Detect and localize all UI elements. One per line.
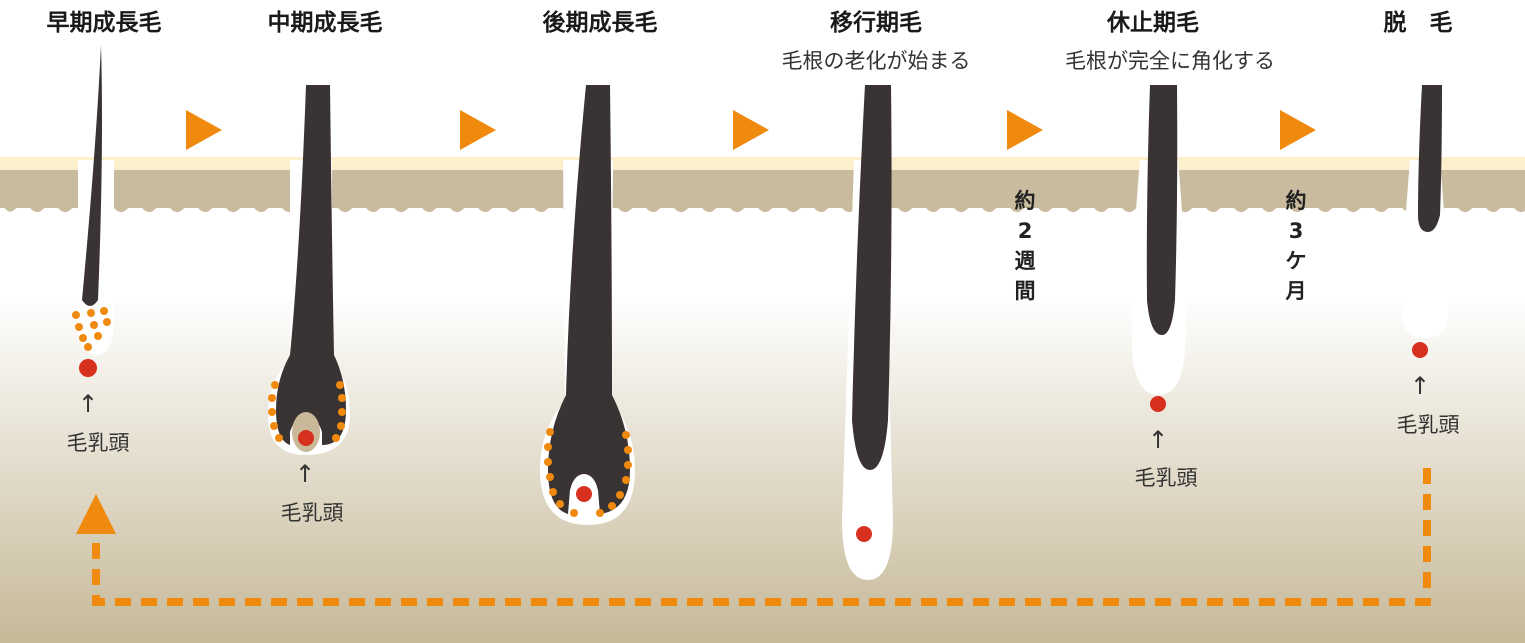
up-arrow-icon: ↑ — [295, 460, 315, 488]
papilla-label-telogen: ↑ 毛乳頭 — [1135, 426, 1198, 490]
matrix-cell-dot — [549, 488, 557, 496]
duration-char: 約 — [1286, 189, 1307, 213]
progression-arrow — [733, 110, 769, 150]
stage-desc-catagen: 毛根の老化が始まる — [782, 49, 971, 73]
sebaceous-gland — [1434, 232, 1496, 288]
dermal-papilla — [298, 430, 314, 446]
papilla-label-text: 毛乳頭 — [281, 501, 344, 525]
dermal-papilla — [1412, 342, 1428, 358]
matrix-cell-dot — [90, 321, 98, 329]
skin-surface-layer — [0, 157, 1525, 172]
matrix-cell-dot — [624, 461, 632, 469]
up-arrow-icon: ↑ — [1410, 372, 1430, 400]
dermis-layer — [0, 208, 1525, 643]
papilla-label-text: 毛乳頭 — [1135, 466, 1198, 490]
duration-char: 間 — [1015, 279, 1036, 303]
matrix-cell-dot — [100, 307, 108, 315]
matrix-cell-dot — [75, 323, 83, 331]
sebaceous-gland — [325, 238, 391, 298]
progression-arrow — [1007, 110, 1043, 150]
stage-title-telogen: 休止期毛 — [1106, 10, 1199, 36]
duration-char: ケ — [1286, 249, 1307, 273]
matrix-cell-dot — [268, 394, 276, 402]
progression-arrow — [186, 110, 222, 150]
matrix-cell-dot — [271, 381, 279, 389]
matrix-cell-dot — [608, 502, 616, 510]
follicles-group — [72, 45, 1496, 580]
duration-char: 3 — [1289, 219, 1304, 243]
hair-shaft — [1418, 85, 1442, 232]
matrix-cell-dot — [275, 434, 283, 442]
progression-arrow — [1280, 110, 1316, 150]
stage-title-exogen: 脱 毛 — [1384, 9, 1453, 36]
matrix-cell-dot — [544, 458, 552, 466]
duration-char: 週 — [1015, 249, 1036, 273]
papilla-label-exogen: ↑ 毛乳頭 — [1397, 372, 1460, 437]
matrix-cell-dot — [544, 443, 552, 451]
matrix-cell-dot — [596, 509, 604, 517]
hair-shaft — [852, 85, 892, 470]
matrix-cell-dot — [624, 446, 632, 454]
dermal-papilla — [856, 526, 872, 542]
matrix-cell-dot — [622, 476, 630, 484]
progression-arrows — [186, 110, 1316, 150]
matrix-cell-dot — [270, 422, 278, 430]
up-arrow-icon: ↑ — [1148, 426, 1168, 454]
matrix-cell-dot — [336, 381, 344, 389]
matrix-cell-dot — [94, 332, 102, 340]
stage-title-early-anagen: 早期成長毛 — [47, 10, 162, 36]
stage-titles: 早期成長毛 中期成長毛 後期成長毛 移行期毛 毛根の老化が始まる 休止期毛 毛根… — [47, 9, 1453, 73]
matrix-cell-dot — [84, 343, 92, 351]
stage-title-catagen: 移行期毛 — [830, 9, 922, 36]
duration-char: 約 — [1015, 189, 1036, 213]
matrix-cell-dot — [72, 311, 80, 319]
duration-three-months: 約 3 ケ 月 — [1285, 189, 1307, 303]
stage-title-mid-anagen: 中期成長毛 — [268, 10, 383, 36]
matrix-cell-dot — [337, 422, 345, 430]
hair-shaft — [548, 85, 630, 514]
matrix-cell-dot — [332, 434, 340, 442]
dermal-papilla — [79, 359, 97, 377]
matrix-cell-dot — [338, 408, 346, 416]
cycle-return-path — [76, 468, 1431, 606]
matrix-cell-dot — [103, 318, 111, 326]
matrix-cell-dot — [79, 334, 87, 342]
duration-two-weeks: 約 2 週 間 — [1015, 189, 1036, 303]
hair-shaft — [276, 85, 346, 445]
matrix-cell-dot — [622, 431, 630, 439]
duration-char: 月 — [1285, 279, 1307, 303]
stage-title-late-anagen: 後期成長毛 — [543, 9, 658, 36]
cycle-arrowhead-up-icon — [76, 494, 116, 534]
cycle-dashed-line — [92, 468, 1431, 606]
matrix-cell-dot — [546, 428, 554, 436]
duration-char: 2 — [1018, 219, 1033, 243]
matrix-cell-dot — [570, 509, 578, 517]
papilla-label-text: 毛乳頭 — [67, 431, 130, 455]
sebaceous-gland — [603, 237, 677, 303]
matrix-cell-dot — [87, 309, 95, 317]
up-arrow-icon: ↑ — [78, 390, 98, 418]
matrix-cell-dot — [546, 473, 554, 481]
progression-arrow — [460, 110, 496, 150]
hair-shaft — [1146, 85, 1178, 335]
matrix-cell-dot — [616, 491, 624, 499]
dermal-papilla — [576, 486, 592, 502]
dermal-papilla — [1150, 396, 1166, 412]
papilla-label-mid: ↑ 毛乳頭 — [281, 460, 344, 525]
papilla-label-early: ↑ 毛乳頭 — [67, 390, 130, 455]
matrix-cell-dot — [556, 500, 564, 508]
sebaceous-gland — [878, 232, 952, 298]
stage-desc-telogen: 毛根が完全に角化する — [1065, 49, 1275, 73]
matrix-cell-dot — [338, 394, 346, 402]
papilla-label-text: 毛乳頭 — [1397, 413, 1460, 437]
matrix-cell-dot — [268, 408, 276, 416]
hair-shaft — [82, 45, 102, 306]
